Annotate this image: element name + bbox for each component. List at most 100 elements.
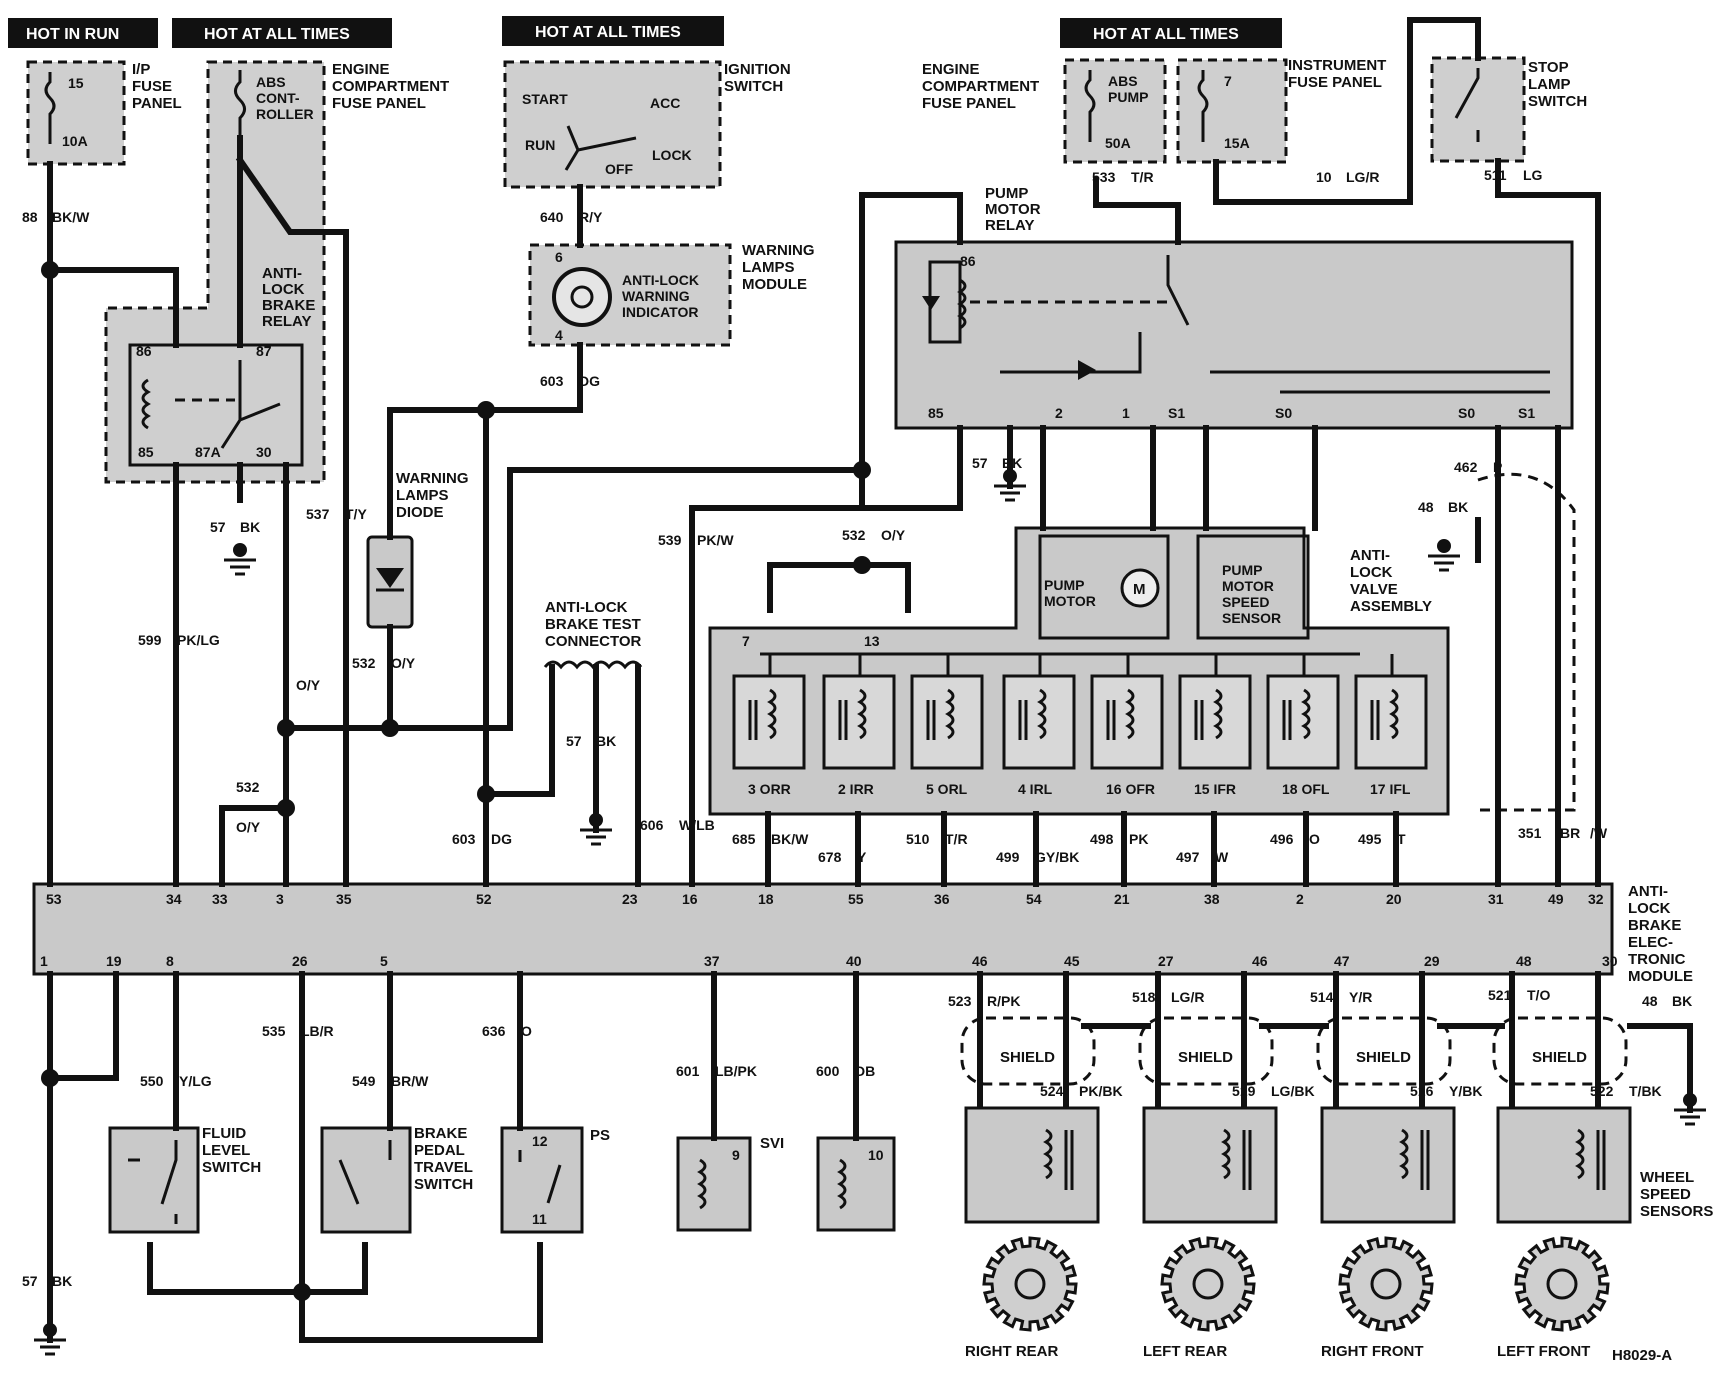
wheel-label: LEFT FRONT [1497, 1343, 1590, 1360]
svg-text:87: 87 [256, 343, 272, 359]
wire-label-w599: 599 [138, 632, 162, 648]
wire-label-w550: 550 [140, 1073, 164, 1089]
module-pin-bottom: 19 [106, 953, 122, 969]
wire-label-w532a: 532 [352, 655, 376, 671]
wire-label-w524: 524 [1040, 1083, 1064, 1099]
ground-symbol [34, 1338, 66, 1356]
shield [960, 1016, 1096, 1086]
module-pin-top: 31 [1488, 891, 1504, 907]
svg-text:87A: 87A [195, 444, 221, 460]
valve-solenoid-coil [1354, 674, 1428, 770]
svg-text:FLUID: FLUID [202, 1125, 246, 1142]
svg-text:INDICATOR: INDICATOR [622, 304, 698, 320]
svg-text:TRAVEL: TRAVEL [414, 1159, 473, 1176]
svg-text:10A: 10A [62, 133, 88, 149]
module-pin-bottom: 26 [292, 953, 308, 969]
svg-text:WHEEL: WHEEL [1640, 1169, 1694, 1186]
svg-text:10: 10 [868, 1147, 884, 1163]
svg-text:WARNING: WARNING [622, 288, 690, 304]
svg-text:15A: 15A [1224, 135, 1250, 151]
ground-symbol [224, 558, 256, 576]
svg-text:1: 1 [1122, 405, 1130, 421]
svg-text:MOTOR: MOTOR [985, 201, 1041, 218]
shield-label: SHIELD [1000, 1049, 1055, 1066]
splice-dot [293, 1283, 311, 1301]
wire-label-w_oy: O/Y [296, 677, 321, 693]
svg-text:FUSE: FUSE [132, 78, 172, 95]
wire-label-w57a: BK [240, 519, 260, 535]
svg-text:LAMP: LAMP [1528, 76, 1571, 93]
wire-label-w511: LG [1523, 167, 1543, 183]
module-pin-bottom: 29 [1424, 953, 1440, 969]
left-wiring [47, 17, 1601, 887]
wire-label-w498: 498 [1090, 831, 1114, 847]
wire-label-w498: PK [1129, 831, 1148, 847]
svg-text:WARNING: WARNING [742, 242, 815, 259]
svg-text:6: 6 [555, 249, 563, 265]
wire-label-w636: O [521, 1023, 532, 1039]
svg-text:OFF: OFF [605, 161, 633, 177]
module-pin-bottom: 47 [1334, 953, 1350, 969]
svg-text:S0: S0 [1458, 405, 1475, 421]
sensor-wire [1333, 971, 1425, 1111]
brake-pedal-travel-switch: BRAKE PEDAL TRAVEL SWITCH [320, 1125, 473, 1234]
wheel-ground-wire [1627, 1023, 1693, 1113]
svg-text:LOCK: LOCK [652, 147, 692, 163]
valve-solenoid-coil [910, 674, 984, 770]
wire-label-w519: LG/BK [1271, 1083, 1315, 1099]
warning-lamps-diode: WARNING LAMPS DIODE [366, 470, 469, 629]
wheel-speed-sensor [1496, 1106, 1632, 1224]
svg-text:86: 86 [136, 343, 152, 359]
tone-wheel [1338, 1236, 1434, 1332]
svg-text:ENGINE: ENGINE [922, 61, 980, 78]
wire-label-w10: 10 [1316, 169, 1332, 185]
ps-switch: 12 11 PS [500, 1126, 610, 1234]
wire-label-w48b: 48 [1642, 993, 1658, 1009]
svg-text:COMPARTMENT: COMPARTMENT [922, 78, 1039, 95]
svg-text:ANTI-LOCK: ANTI-LOCK [545, 599, 628, 616]
svg-text:4: 4 [555, 327, 563, 343]
shield [1316, 1016, 1452, 1086]
wire-label-w603a: 603 [540, 373, 564, 389]
svg-text:TRONIC: TRONIC [1628, 951, 1686, 968]
module-pin-top: 16 [682, 891, 698, 907]
shield [1492, 1016, 1628, 1086]
svg-text:LOCK: LOCK [262, 281, 305, 298]
svg-text:ABS: ABS [256, 74, 286, 90]
wheel-label: RIGHT REAR [965, 1343, 1059, 1360]
valve-solenoid-coil [732, 674, 806, 770]
drawing-number: H8029-A [1612, 1347, 1672, 1364]
sensor-coil [1221, 1128, 1252, 1190]
wire-label-w522: T/BK [1629, 1083, 1662, 1099]
ground-node [589, 813, 603, 827]
wire-label-w601: 601 [676, 1063, 700, 1079]
svg-text:RELAY: RELAY [985, 217, 1034, 234]
svg-text:FUSE PANEL: FUSE PANEL [1288, 74, 1382, 91]
splice-dots [41, 261, 871, 1301]
ground-node [43, 1323, 57, 1337]
header-hot-at-all-times-1: HOT AT ALL TIMES [172, 18, 392, 48]
module-pin-top: 23 [622, 891, 638, 907]
header-hot-at-all-times-3: HOT AT ALL TIMES [1060, 18, 1282, 48]
valve-solenoid-coil [1002, 674, 1076, 770]
wire-label-w601: LB/PK [715, 1063, 757, 1079]
svg-text:PANEL: PANEL [132, 95, 182, 112]
wire-label-w537: 537 [306, 506, 330, 522]
svg-text:S1: S1 [1518, 405, 1535, 421]
module-pin-top: 36 [934, 891, 950, 907]
ground-symbol [580, 828, 612, 846]
svg-text:BRAKE: BRAKE [262, 297, 315, 314]
wire-label-w518: LG/R [1171, 989, 1204, 1005]
tone-wheel-hub [1370, 1268, 1402, 1300]
splice-dot [381, 719, 399, 737]
wire-label-w685: BK/W [771, 831, 809, 847]
wheel-label: RIGHT FRONT [1321, 1343, 1424, 1360]
wire-label-w549: BR/W [391, 1073, 429, 1089]
wire-label-w606: W/LB [679, 817, 715, 833]
module-pin-bottom: 1 [40, 953, 48, 969]
coil-sensor-10: 10 [816, 1136, 896, 1232]
svg-text:PUMP: PUMP [1108, 89, 1148, 105]
svg-text:SWITCH: SWITCH [202, 1159, 261, 1176]
